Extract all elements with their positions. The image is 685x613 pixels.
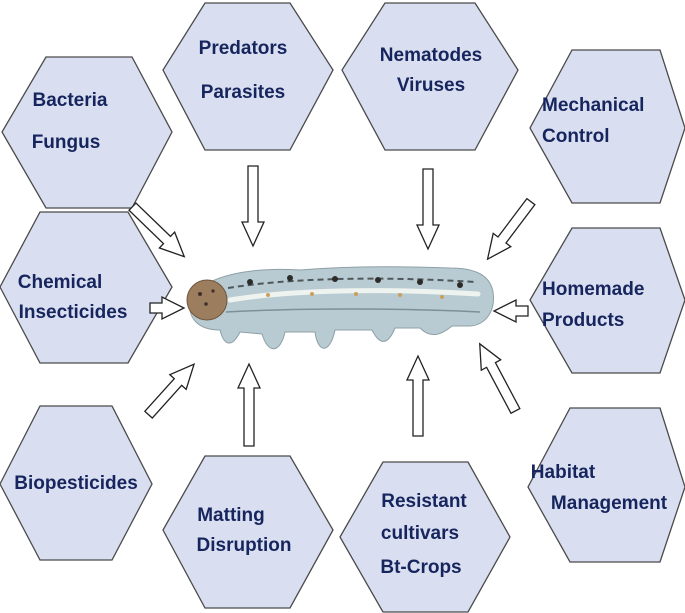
label-disruption: Disruption: [197, 535, 292, 557]
label-fungus: Fungus: [32, 132, 101, 154]
label-biopesticides: Biopesticides: [14, 473, 138, 495]
label-cultivars: cultivars: [381, 523, 459, 545]
hex-matting-disruption: [163, 456, 333, 608]
arrow-from-resistant-icon: [407, 356, 429, 436]
label-chemical: Chemical: [18, 272, 102, 294]
label-resistant: Resistant: [381, 491, 467, 513]
label-matting: Matting: [197, 505, 265, 527]
label-homemade: Homemade: [542, 279, 644, 301]
label-parasites: Parasites: [201, 82, 286, 104]
label-insecticides: Insecticides: [19, 302, 128, 324]
arrow-from-biopesticides-icon: [140, 357, 202, 422]
label-nematodes: Nematodes: [380, 45, 482, 67]
caterpillar-image: [187, 267, 493, 349]
label-habitat: Habitat: [531, 462, 595, 484]
hex-habitat-management: [528, 408, 685, 562]
label-viruses: Viruses: [397, 75, 465, 97]
label-products: Products: [542, 310, 624, 332]
label-bacteria: Bacteria: [33, 90, 108, 112]
arrow-from-predators-icon: [242, 166, 264, 246]
arrow-from-matting-icon: [238, 364, 260, 446]
label-management: Management: [551, 493, 667, 515]
label-predators: Predators: [199, 38, 288, 60]
label-mechanical: Mechanical: [542, 95, 644, 117]
arrow-from-nematodes-icon: [417, 169, 439, 249]
label-bt-crops: Bt-Crops: [380, 557, 461, 579]
hex-predators-parasites: [163, 3, 333, 150]
arrow-from-mechanical-icon: [479, 195, 540, 266]
arrow-from-habitat-icon: [470, 339, 525, 416]
label-control: Control: [542, 126, 610, 148]
arrow-from-homemade-icon: [494, 300, 528, 322]
